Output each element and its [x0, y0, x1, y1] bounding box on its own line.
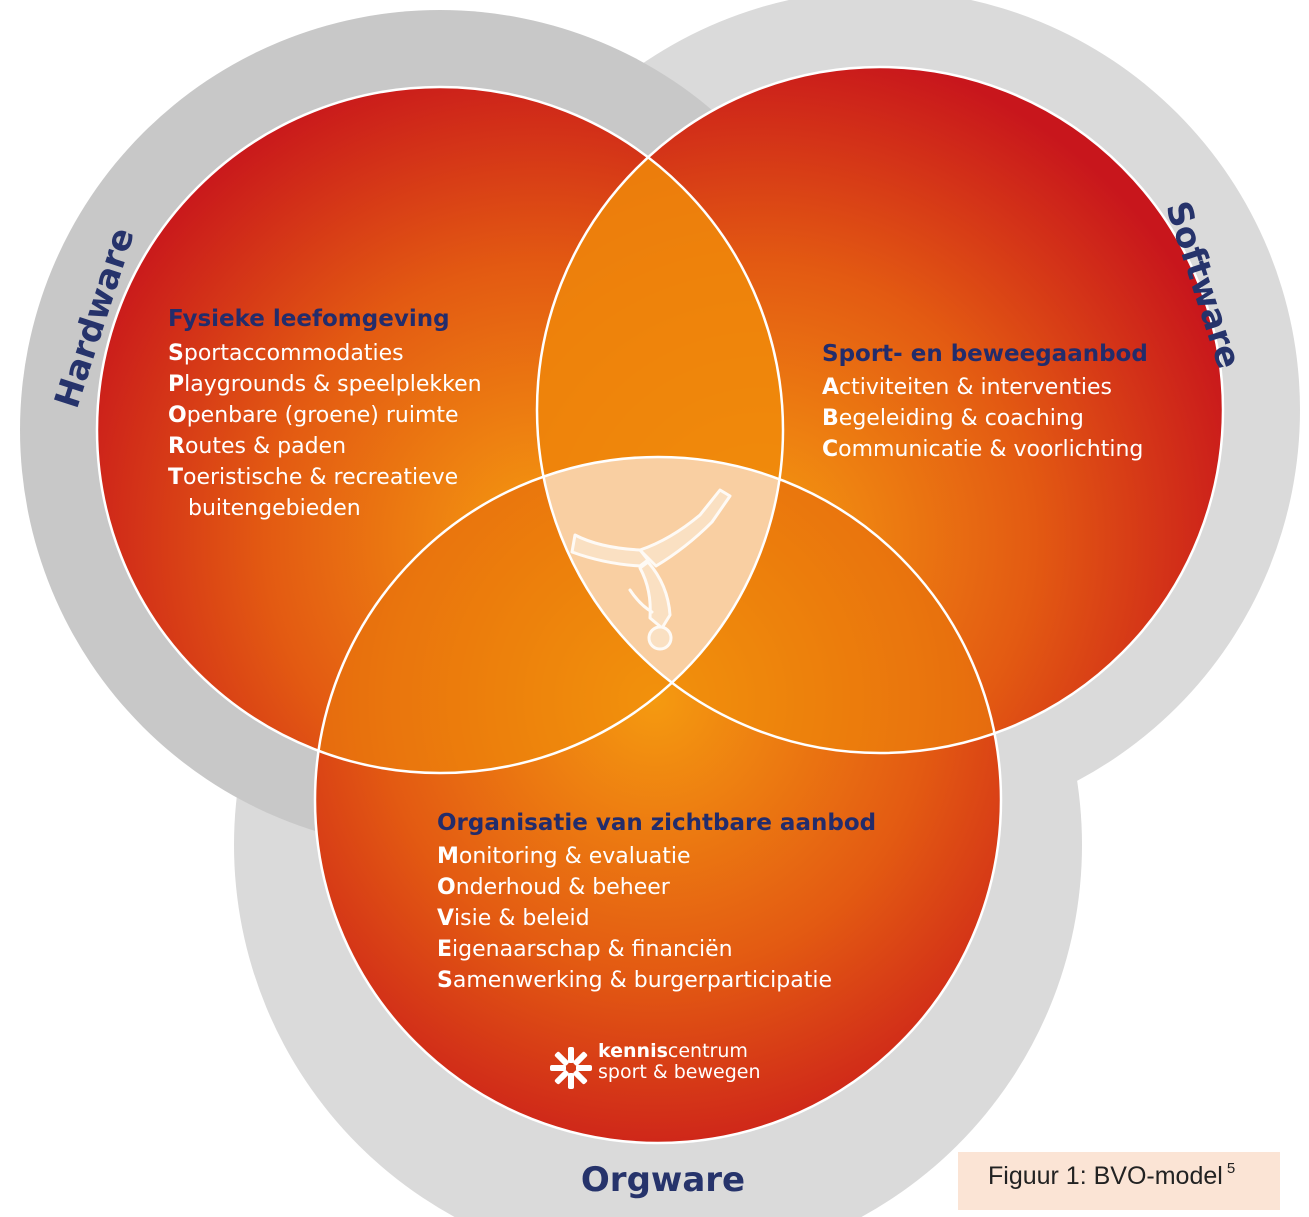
list-item: Eigenaarschap & financiën: [437, 937, 733, 962]
overlap-hardware-orgware: [315, 457, 783, 773]
list-item: Activiteiten & interventies: [822, 375, 1113, 400]
list-item: Playgrounds & speelplekken: [168, 372, 482, 397]
kenniscentrum-star-icon: [550, 1047, 592, 1089]
orgware-list: Monitoring & evaluatie Onderhoud & behee…: [437, 841, 832, 996]
orgware-heading: Organisatie van zichtbare aanbod: [437, 810, 877, 836]
list-item: Communicatie & voorlichting: [822, 437, 1144, 462]
list-item: Openbare (groene) ruimte: [168, 403, 459, 428]
list-item: Visie & beleid: [437, 906, 590, 931]
list-item: Sportaccommodaties: [168, 341, 404, 366]
hardware-list: Sportaccommodaties Playgrounds & speelpl…: [168, 338, 482, 524]
list-item: Routes & paden: [168, 434, 347, 459]
list-item: Samenwerking & burgerparticipatie: [437, 968, 832, 993]
list-item: Monitoring & evaluatie: [437, 844, 691, 869]
list-item: Begeleiding & coaching: [822, 406, 1084, 431]
list-item: Onderhoud & beheer: [437, 875, 670, 900]
circle-outlines: [95, 65, 1225, 1145]
hardware-heading: Fysieke leefomgeving: [168, 306, 450, 332]
list-item: Toeristische & recreatieve: [168, 465, 459, 490]
software-heading: Sport- en beweegaanbod: [822, 341, 1148, 367]
software-list: Activiteiten & interventies Begeleiding …: [822, 372, 1143, 465]
orgware-ring-label: Orgware: [580, 1160, 746, 1200]
dancer-figure-icon: [570, 488, 732, 651]
list-item-continuation: buitengebieden: [188, 496, 361, 521]
kenniscentrum-logo-text: kenniscentrum sport & bewegen: [598, 1040, 761, 1083]
overlap-software-orgware: [537, 457, 1001, 753]
